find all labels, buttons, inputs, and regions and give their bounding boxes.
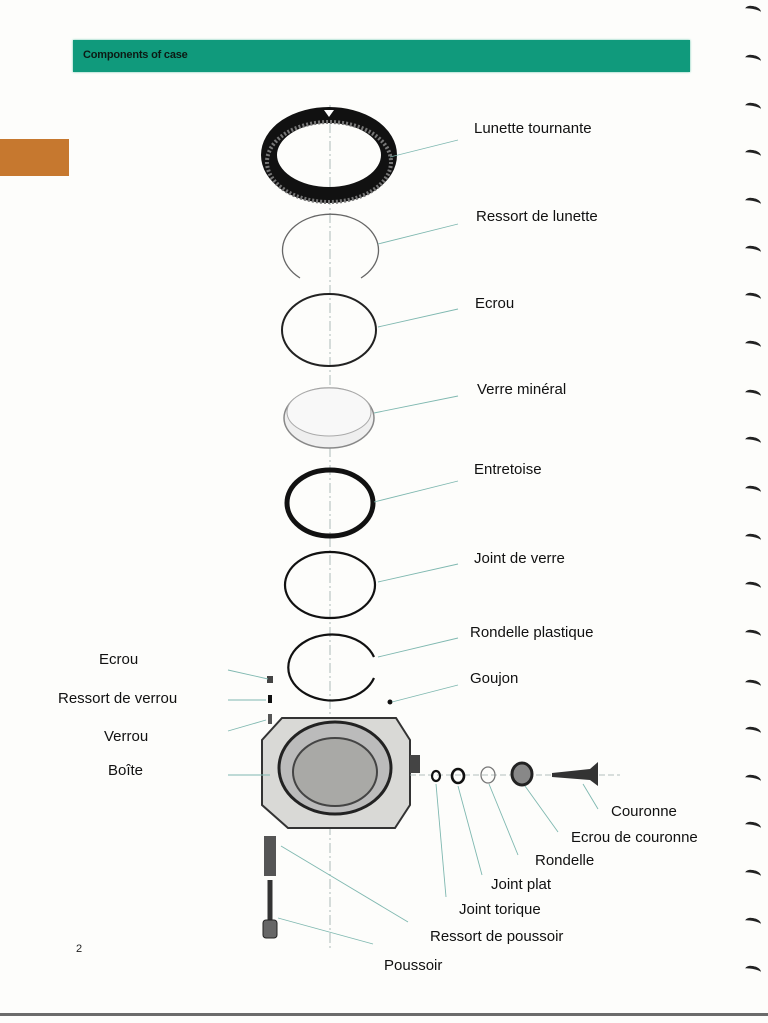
glass-gasket-icon bbox=[283, 550, 377, 620]
bezel-spring-icon bbox=[281, 213, 380, 279]
label-rondelle-plastique: Rondelle plastique bbox=[470, 624, 594, 641]
flat-gasket-icon bbox=[450, 767, 466, 785]
bezel-icon bbox=[261, 107, 397, 204]
label-ressort-de-verrou: Ressort de verrou bbox=[58, 690, 178, 707]
label-goujon: Goujon bbox=[470, 670, 519, 687]
label-entretoise: Entretoise bbox=[474, 461, 542, 478]
label-poussoir: Poussoir bbox=[384, 957, 443, 974]
nut-ring-icon bbox=[281, 293, 377, 367]
page-bottom-edge bbox=[0, 1013, 768, 1016]
nut-small-icon bbox=[267, 676, 273, 683]
lock-pin-icon bbox=[268, 714, 272, 724]
label-lunette-tournante: Lunette tournante bbox=[474, 120, 592, 137]
lock-spring-icon bbox=[268, 695, 272, 703]
index-tab-marker bbox=[0, 139, 69, 176]
washer-icon bbox=[480, 766, 496, 784]
stud-icon bbox=[387, 699, 393, 705]
spacer-ring-icon bbox=[284, 467, 376, 539]
label-verrou: Verrou bbox=[104, 728, 149, 745]
crown-icon bbox=[552, 762, 598, 786]
section-title: Components of case bbox=[83, 49, 188, 61]
plastic-washer-icon bbox=[287, 633, 376, 702]
pusher-icon bbox=[262, 919, 278, 939]
label-couronne: Couronne bbox=[611, 803, 677, 820]
section-header-bar: Components of case bbox=[73, 40, 690, 72]
label-joint-torique: Joint torique bbox=[459, 901, 541, 918]
watch-case-icon bbox=[261, 717, 420, 829]
label-ressort-de-lunette: Ressort de lunette bbox=[476, 208, 598, 225]
crown-nut-icon bbox=[510, 761, 534, 787]
o-ring-icon bbox=[430, 769, 442, 783]
label-ecrou-de-couronne: Ecrou de couronne bbox=[571, 829, 698, 846]
page-number: 2 bbox=[76, 943, 83, 955]
label-ecrou-top: Ecrou bbox=[475, 295, 515, 312]
mineral-glass-icon bbox=[283, 387, 375, 449]
leader-lines bbox=[227, 139, 599, 945]
label-verre-mineral: Verre minéral bbox=[477, 381, 567, 398]
label-ressort-de-poussoir: Ressort de poussoir bbox=[430, 928, 564, 945]
label-joint-plat: Joint plat bbox=[491, 876, 552, 893]
label-rondelle: Rondelle bbox=[535, 852, 595, 869]
label-ecrou-left: Ecrou bbox=[99, 651, 139, 668]
label-boite: Boîte bbox=[108, 762, 144, 779]
label-joint-de-verre: Joint de verre bbox=[474, 550, 565, 567]
pusher-spring-icon bbox=[264, 836, 276, 876]
